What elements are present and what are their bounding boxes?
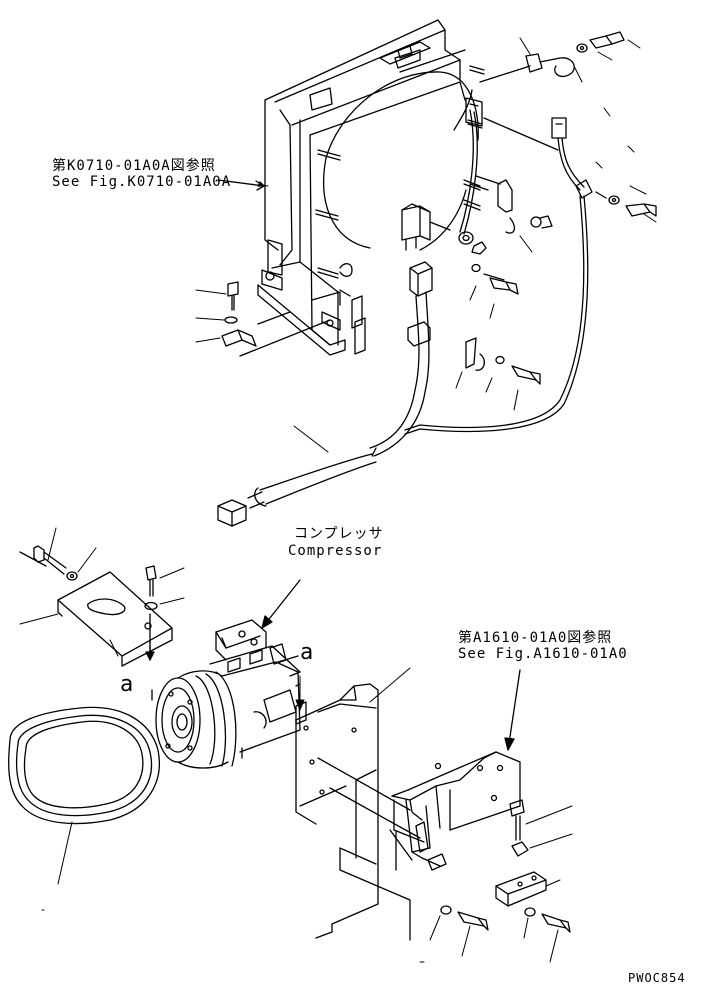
fan-shroud <box>257 19 485 356</box>
leader-lines-upper <box>195 37 657 453</box>
view-marker-a-left: a <box>120 672 134 697</box>
compressor <box>155 619 307 769</box>
view-marker-a-right: a <box>300 640 314 665</box>
bracket-reference-en: See Fig.A1610-01A0 <box>458 646 628 662</box>
relay-assembly <box>401 203 487 255</box>
compressor-label-en: Compressor <box>288 543 383 559</box>
compressor-mounting-bracket <box>295 683 425 941</box>
reference-arrows <box>217 179 521 751</box>
mounting-bolts-left <box>221 281 331 357</box>
engine-bracket <box>391 751 521 871</box>
fan-shroud-reference-en: See Fig.K0710-01A0A <box>52 174 232 190</box>
v-belt <box>8 706 160 825</box>
fan-shroud-reference-jp: 第K0710-01A0A図参照 <box>52 158 216 174</box>
wire-harness <box>217 97 593 527</box>
clamp-hardware-upper <box>339 31 657 385</box>
drawing-code: PWOC854 <box>628 971 686 985</box>
compressor-label-jp: コンプレッサ <box>294 526 384 542</box>
bracket-reference-jp: 第A1610-01A0図参照 <box>458 630 613 646</box>
leader-lines-lower <box>19 527 573 963</box>
upper-bracket-plate <box>19 545 173 701</box>
bracket-bolts-lower <box>440 799 571 933</box>
